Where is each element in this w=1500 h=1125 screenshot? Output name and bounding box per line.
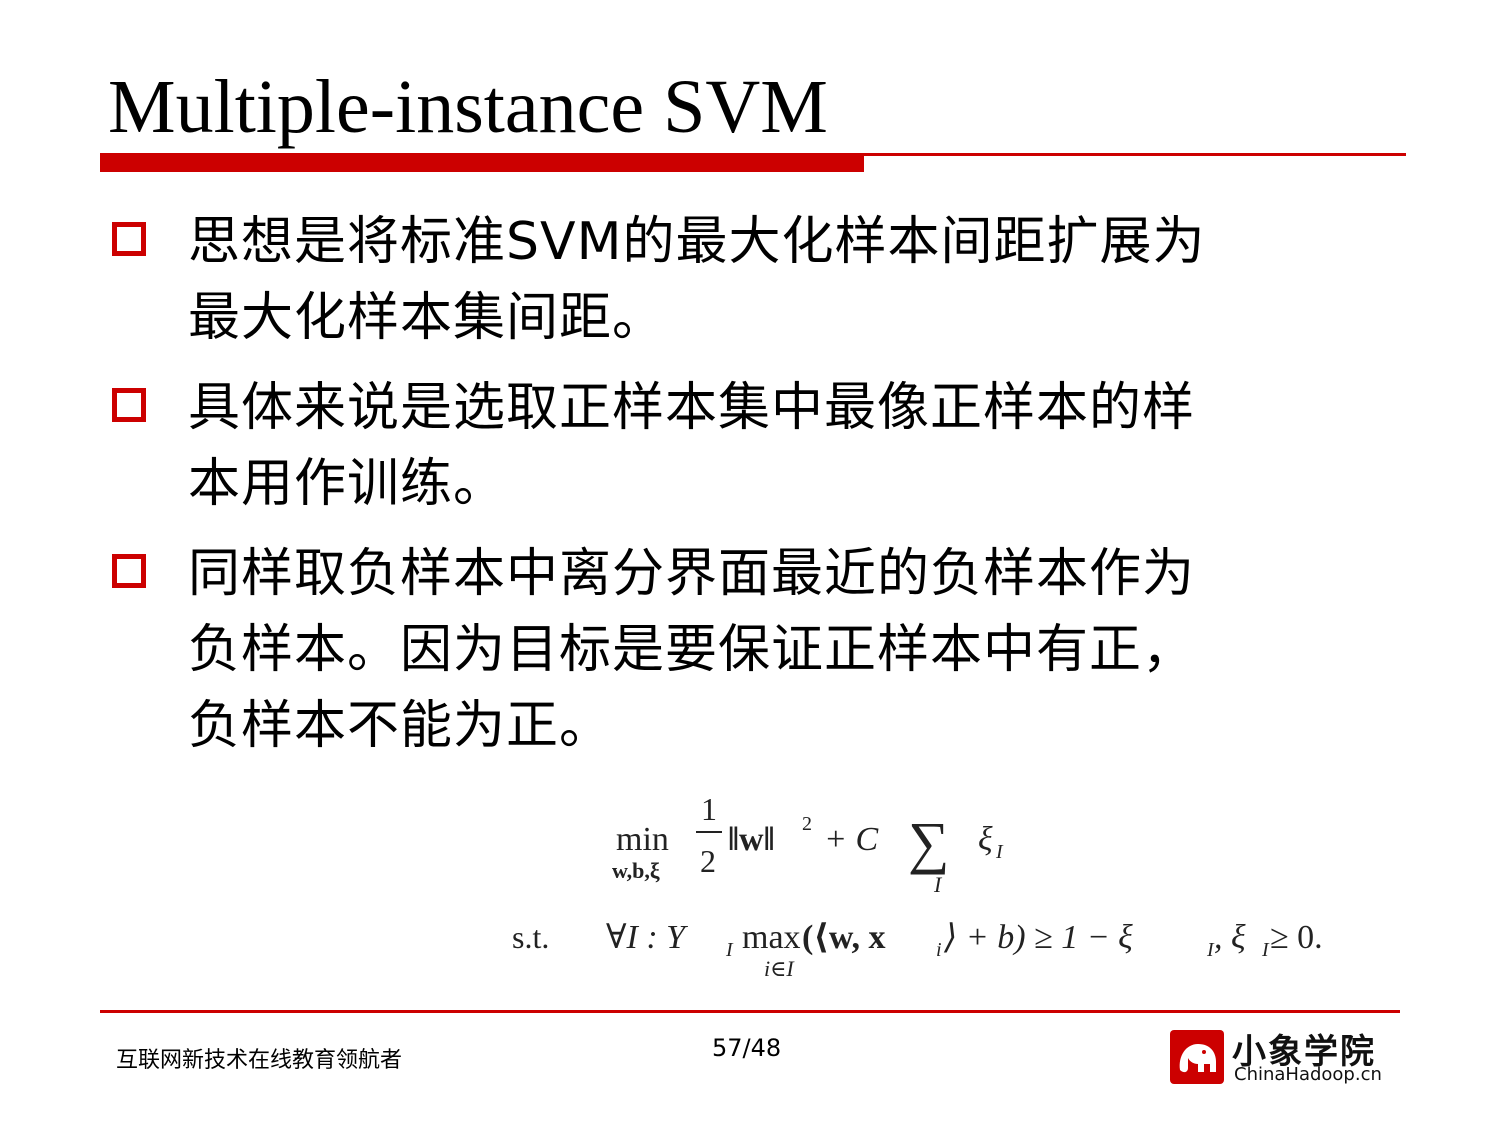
title-underline-thick xyxy=(100,156,864,172)
bullet-box-icon xyxy=(112,554,146,588)
formula-rhs-sub1: I xyxy=(1206,939,1215,961)
bullet-list: 思想是将标准SVM的最大化样本间距扩展为 最大化样本集间距。 具体来说是选取正样… xyxy=(112,204,1412,778)
footer-tagline: 互联网新技术在线教育领航者 xyxy=(116,1048,403,1073)
formula-frac-den: 2 xyxy=(700,843,716,879)
formula-min: min xyxy=(616,821,669,858)
formula-sum-sub: I xyxy=(933,872,943,897)
bullet-line: 具体来说是选取正样本集中最像正样本的样 xyxy=(188,378,1196,438)
title-underline-thin xyxy=(100,153,1406,156)
formula-max-sub: i∈I xyxy=(764,956,795,981)
formula-norm: ‖w‖ xyxy=(728,821,775,858)
bullet-item: 具体来说是选取正样本集中最像正样本的样 本用作训练。 xyxy=(112,370,1412,522)
formula-sum: ∑ xyxy=(908,810,949,875)
bullet-box-icon xyxy=(112,388,146,422)
bullet-item: 思想是将标准SVM的最大化样本间距扩展为 最大化样本集间距。 xyxy=(112,204,1412,356)
formula-block: min w,b,ξ 1 2 ‖w‖ 2 + C ∑ I ξ I s.t. ∀I … xyxy=(510,786,1390,986)
formula-min-sub: w,b,ξ xyxy=(612,858,660,883)
formula-max: max xyxy=(742,919,801,956)
formula-xi-sub: I xyxy=(995,841,1004,863)
logo-domain: ChinaHadoop.cn xyxy=(1234,1064,1382,1085)
bullet-line: 最大化样本集间距。 xyxy=(188,288,666,348)
bullet-box-icon xyxy=(112,222,146,256)
formula-st: s.t. xyxy=(512,919,549,955)
elephant-logo-icon xyxy=(1170,1030,1224,1084)
bullet-line: 同样取负样本中离分界面最近的负样本作为 xyxy=(188,544,1196,604)
bullet-item: 同样取负样本中离分界面最近的负样本作为 负样本。因为目标是要保证正样本中有正， … xyxy=(112,536,1412,764)
bullet-line: 思想是将标准SVM的最大化样本间距扩展为 xyxy=(188,212,1206,272)
bullet-line: 负样本。因为目标是要保证正样本中有正， xyxy=(188,620,1196,680)
formula-plus-c: + C xyxy=(824,821,878,858)
page-number: 57/48 xyxy=(712,1034,782,1062)
formula-sq: 2 xyxy=(802,813,812,835)
formula-rhs2: ⟩ + b) ≥ 1 − ξ xyxy=(943,919,1133,956)
formula-frac-num: 1 xyxy=(701,791,717,827)
logo-chinese: 小象学院 xyxy=(1232,1032,1376,1072)
formula-rhs3: , ξ xyxy=(1214,919,1246,956)
formula-rhs-sub2: I xyxy=(1261,939,1270,961)
footer-divider xyxy=(100,1010,1400,1013)
bullet-line: 负样本不能为正。 xyxy=(188,696,613,756)
brand-logo: 小象学院 ChinaHadoop.cn xyxy=(1170,1026,1390,1086)
formula-y-sub: I xyxy=(725,939,734,961)
bullet-line: 本用作训练。 xyxy=(188,454,507,514)
formula-rhs4: ≥ 0. xyxy=(1270,919,1323,956)
formula-rhs: (⟨w, x xyxy=(802,919,886,956)
slide-title: Multiple-instance SVM xyxy=(108,65,828,149)
formula-x-sub: i xyxy=(936,939,942,961)
formula-xi: ξ xyxy=(978,821,993,858)
formula-constraint: ∀I : Y xyxy=(606,919,688,956)
